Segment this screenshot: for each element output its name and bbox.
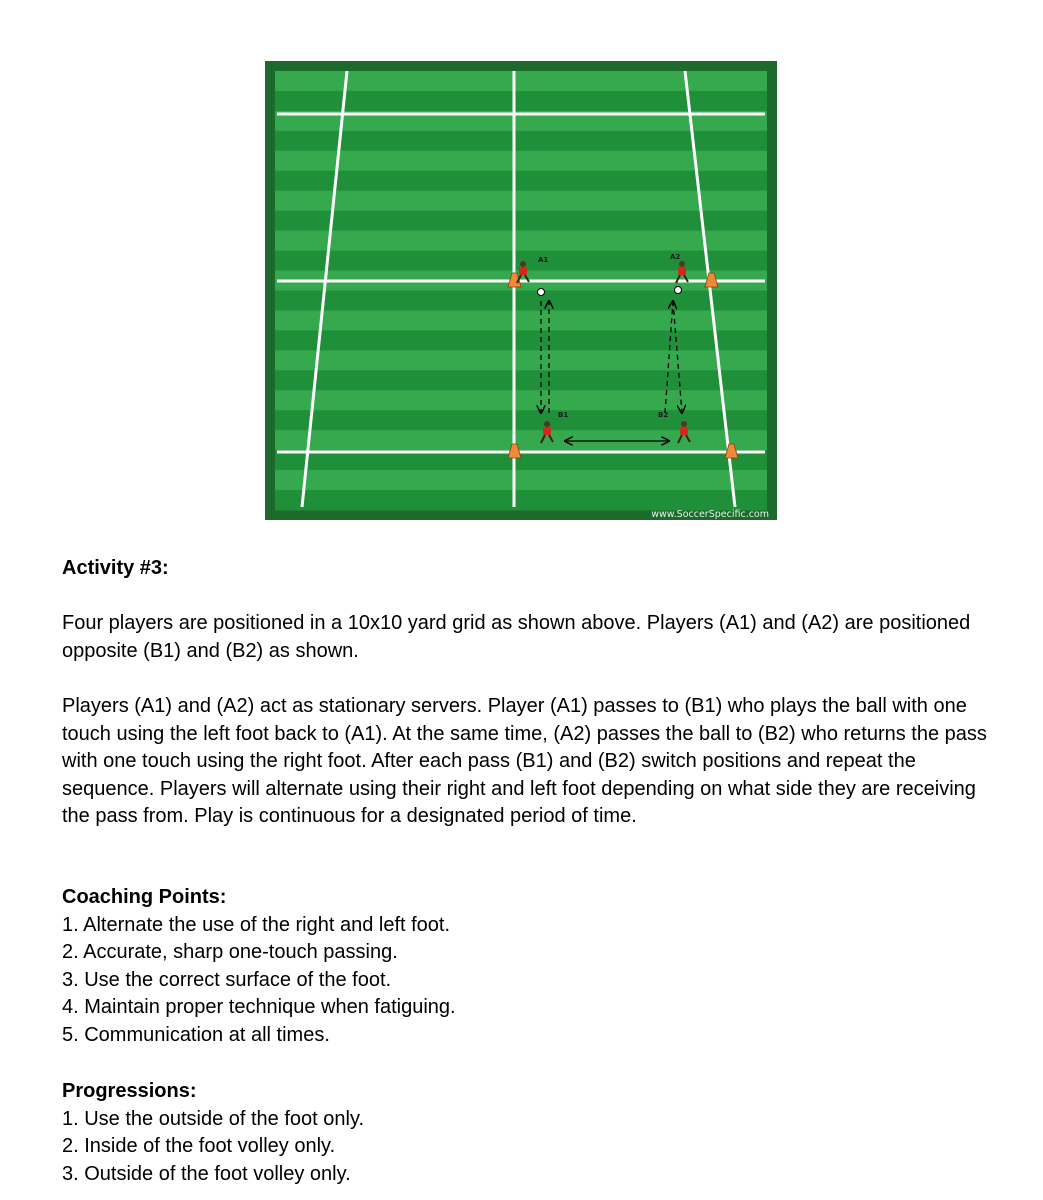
coaching-points-section: Coaching Points: 1. Alternate the use of…	[62, 884, 992, 1049]
cone	[507, 443, 522, 459]
pass-arrow-a2-b2	[672, 300, 682, 413]
player-jersey	[543, 427, 551, 435]
progressions-title: Progressions:	[62, 1080, 197, 1102]
balls	[537, 286, 682, 296]
activity-setup-paragraph: Four players are positioned in a 10x10 y…	[62, 612, 971, 662]
grass-stripe	[275, 90, 767, 112]
list-item: 3. Use the correct surface of the foot.	[62, 968, 392, 991]
grass-stripe	[275, 390, 767, 411]
grass-stripe	[275, 450, 767, 471]
activity-title: Activity #3:	[62, 557, 169, 579]
player-head	[679, 261, 685, 267]
grass-stripe	[275, 71, 767, 92]
grass-stripe	[275, 310, 767, 331]
grass-stripe	[275, 150, 767, 172]
player-a2	[675, 261, 689, 284]
list-item: 1. Use the outside of the foot only.	[62, 1107, 365, 1130]
grass-stripe	[275, 290, 767, 311]
line-left-slant	[300, 70, 349, 508]
player-leg	[548, 434, 554, 443]
activity-description-paragraph: Players (A1) and (A2) act as stationary …	[62, 695, 987, 827]
line-right-slant	[683, 70, 737, 508]
grass-stripe	[275, 410, 767, 431]
grass-stripe	[275, 350, 767, 371]
list-item: 5. Communication at all times.	[62, 1023, 330, 1046]
player-head	[544, 421, 550, 427]
list-item: 2. Inside of the foot volley only.	[62, 1135, 336, 1157]
diagram-watermark: www.SoccerSpecific.com	[651, 509, 769, 520]
grass-stripe	[275, 490, 767, 511]
player-label-b1: B1	[558, 411, 568, 419]
grass-stripes	[275, 71, 767, 511]
ball-icon	[537, 288, 545, 296]
pass-arrow-b2-a2	[664, 301, 673, 414]
ball-icon	[674, 286, 682, 294]
player-label-a2: A2	[670, 253, 680, 261]
coaching-points-list: 1. Alternate the use of the right and le…	[62, 912, 992, 1050]
list-item: 3. Outside of the foot volley only.	[62, 1162, 351, 1185]
grid-lines	[277, 70, 765, 508]
player-leg	[685, 434, 691, 443]
grass-stripe	[275, 170, 767, 192]
cone	[704, 272, 719, 288]
player-jersey	[680, 427, 688, 435]
grass-stripe	[275, 430, 767, 451]
cone	[724, 443, 739, 459]
grass-stripe	[275, 250, 767, 272]
list-item: 4. Maintain proper technique when fatigu…	[62, 996, 456, 1018]
grass-stripe	[275, 130, 767, 152]
progressions-list: 1. Use the outside of the foot only. 2. …	[62, 1106, 992, 1189]
grass-stripe	[275, 110, 767, 132]
player-label-a1: A1	[538, 256, 548, 264]
player-leg	[516, 274, 522, 284]
list-item: 1. Alternate the use of the right and le…	[62, 913, 451, 936]
cones	[507, 272, 739, 459]
player-b2	[677, 421, 691, 444]
player-b1	[540, 421, 554, 444]
player-head	[520, 261, 526, 267]
player-a1	[516, 261, 530, 284]
grass-stripe	[275, 190, 767, 212]
player-label-b2: B2	[658, 411, 668, 419]
player-leg	[524, 274, 530, 283]
coaching-points-title: Coaching Points:	[62, 886, 227, 908]
grass-stripe	[275, 330, 767, 351]
grass-stripe	[275, 210, 767, 232]
drill-diagram: A1 A2 B1 B2 www.SoccerSpecific.com	[265, 61, 777, 520]
list-item: 2. Accurate, sharp one-touch passing.	[62, 941, 398, 963]
progressions-section: Progressions: 1. Use the outside of the …	[62, 1078, 992, 1188]
grass-stripe	[275, 370, 767, 391]
player-jersey	[678, 267, 686, 275]
player-head	[681, 421, 687, 427]
player-leg	[675, 274, 681, 284]
grass-stripe	[275, 230, 767, 252]
grass-stripe	[275, 470, 767, 491]
player-jersey	[519, 267, 527, 275]
player-leg	[540, 434, 546, 444]
pass-arrows	[541, 301, 682, 441]
player-leg	[677, 434, 683, 444]
cone	[507, 272, 522, 288]
player-leg	[683, 274, 689, 283]
